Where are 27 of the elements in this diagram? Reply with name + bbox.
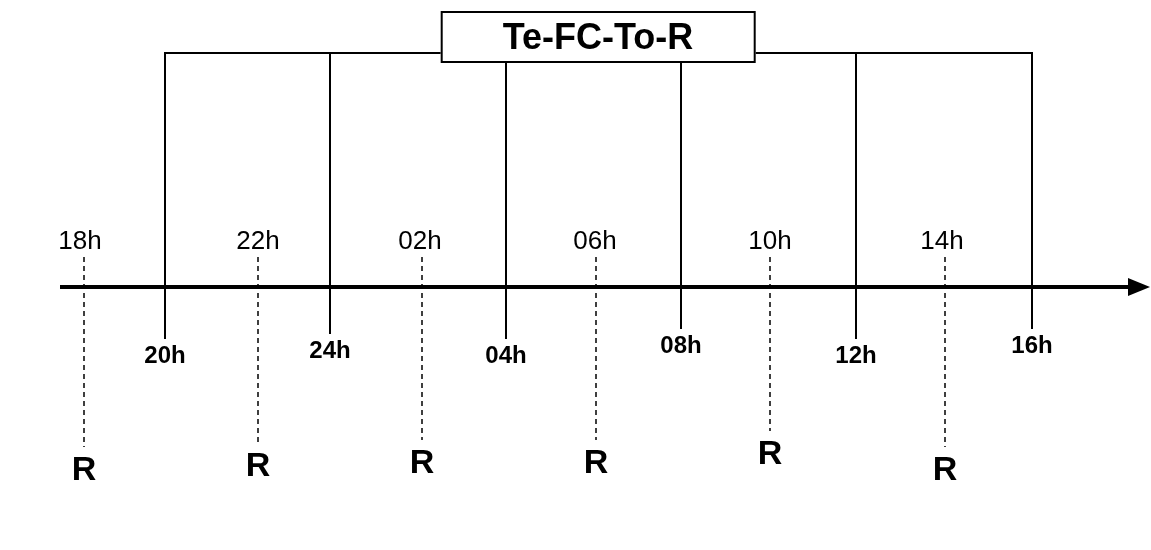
time-label: 06h bbox=[573, 227, 617, 253]
dashed-line bbox=[257, 256, 259, 444]
time-label: 20h bbox=[144, 343, 186, 367]
time-label: 12h bbox=[835, 343, 877, 367]
dashed-line bbox=[421, 256, 423, 441]
time-label: 02h bbox=[398, 227, 442, 253]
time-label: 18h bbox=[58, 227, 102, 253]
r-label: R bbox=[71, 451, 97, 485]
time-label: 22h bbox=[236, 227, 280, 253]
r-label: R bbox=[409, 444, 435, 478]
r-label: R bbox=[583, 444, 609, 478]
time-label: 08h bbox=[660, 333, 702, 357]
bracket-line bbox=[680, 62, 682, 330]
time-label: 10h bbox=[748, 227, 792, 253]
time-label: 16h bbox=[1011, 333, 1053, 357]
r-label: R bbox=[932, 451, 958, 485]
dashed-line bbox=[83, 256, 85, 448]
time-label: 14h bbox=[920, 227, 964, 253]
bracket-line bbox=[505, 62, 507, 340]
dashed-line bbox=[769, 256, 771, 432]
r-label: R bbox=[245, 447, 271, 481]
title-box: Te-FC-To-R bbox=[440, 11, 756, 63]
dashed-line bbox=[944, 256, 946, 448]
time-label: 24h bbox=[309, 338, 351, 362]
r-label: R bbox=[757, 435, 783, 469]
time-label: 04h bbox=[485, 343, 527, 367]
dashed-line bbox=[595, 256, 597, 441]
